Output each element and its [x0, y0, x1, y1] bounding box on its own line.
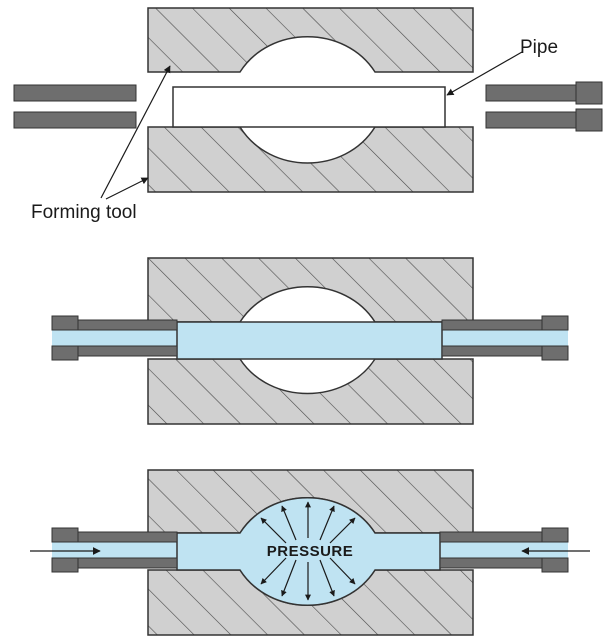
pipe-label: Pipe [520, 37, 558, 58]
left-punch-lower-body [77, 345, 178, 357]
left-punch-upper [51, 315, 79, 331]
pipe-filled [176, 321, 443, 360]
stage-1: Pipe Forming tool [13, 7, 603, 223]
right-punch-upper [541, 527, 569, 543]
right-punch-lower-flange [575, 108, 603, 132]
fluid-left [52, 542, 182, 558]
left-punch-lower [51, 557, 79, 573]
pipe [172, 86, 446, 128]
right-punch-lower [541, 557, 569, 573]
forming-tool-label: Forming tool [31, 202, 137, 223]
left-punch-upper-body [77, 319, 178, 331]
forming-tool-leader-lower [105, 177, 149, 200]
right-punch-upper-body [439, 531, 543, 543]
right-punch-upper [541, 315, 569, 331]
fluid-right [438, 542, 568, 558]
right-punch-lower [541, 345, 569, 361]
fluid-right [438, 330, 568, 346]
left-punch-upper [13, 84, 137, 102]
stage-2 [51, 257, 569, 425]
fluid-left [52, 330, 182, 346]
forming-tool-leader-upper [100, 65, 171, 199]
right-punch-upper-flange [575, 81, 603, 105]
left-punch-lower [51, 345, 79, 361]
upper-die [147, 257, 474, 323]
right-punch-upper [485, 84, 577, 102]
pipe-expanded [176, 497, 441, 606]
left-punch-lower-body [77, 557, 178, 569]
left-punch-lower [13, 111, 137, 129]
right-punch-lower-body [439, 557, 543, 569]
left-punch-upper [51, 527, 79, 543]
pressure-label: PRESSURE [267, 543, 354, 560]
lower-die [147, 126, 474, 193]
upper-die [147, 7, 474, 73]
right-punch-lower-body [441, 345, 543, 357]
right-punch-lower [485, 111, 577, 129]
lower-die [147, 358, 474, 425]
stage-3: PRESSURE [30, 469, 590, 636]
left-punch-upper-body [77, 531, 178, 543]
pressure-arrows [260, 501, 356, 601]
pipe-leader [446, 51, 523, 96]
right-punch-upper-body [441, 319, 543, 331]
